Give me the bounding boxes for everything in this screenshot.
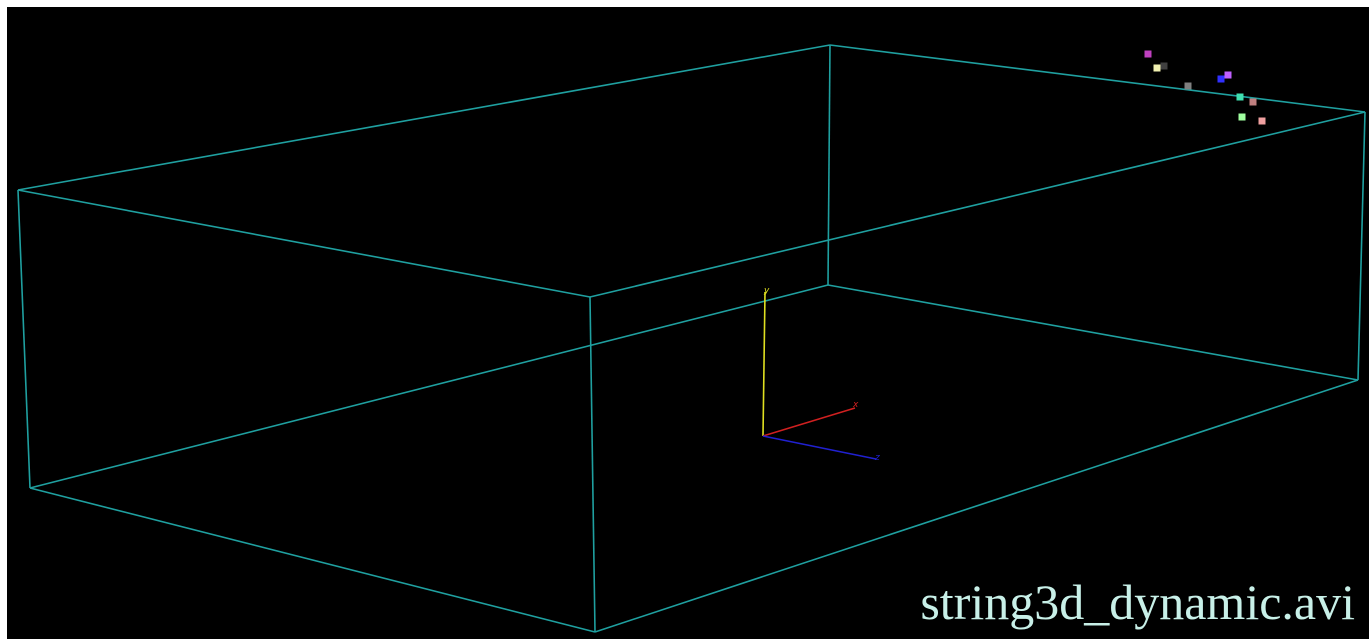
particle-marker xyxy=(1160,62,1168,70)
box-edge xyxy=(589,296,596,633)
box-edge xyxy=(827,44,831,286)
particles xyxy=(1144,50,1266,125)
box-edge xyxy=(589,111,1366,298)
box-edge xyxy=(17,189,591,298)
axes-triad: y x z xyxy=(762,286,880,463)
box-edge xyxy=(17,44,831,191)
particle-marker xyxy=(1184,82,1192,90)
axis-z-label: z xyxy=(874,453,880,463)
axis-x-line xyxy=(762,407,856,437)
particle-marker xyxy=(1258,117,1266,125)
particle-marker xyxy=(1238,113,1246,121)
axis-y-line xyxy=(762,291,766,437)
box-edge xyxy=(17,189,31,489)
box-edge xyxy=(1357,111,1366,381)
box-edge xyxy=(29,284,829,489)
axis-z-line xyxy=(762,435,877,460)
axis-y-label: y xyxy=(763,286,770,296)
video-filename-caption: string3d_dynamic.avi xyxy=(920,574,1355,630)
axis-x-label: x xyxy=(852,400,859,410)
particle-marker xyxy=(1153,64,1161,72)
particle-marker xyxy=(1236,93,1244,101)
particle-marker xyxy=(1224,71,1232,79)
box-edge xyxy=(827,284,1359,381)
particle-marker xyxy=(1249,98,1257,106)
scene-background xyxy=(7,7,1369,639)
particle-marker xyxy=(1144,50,1152,58)
bounding-box xyxy=(17,44,1366,633)
particle-marker xyxy=(1217,75,1225,83)
box-edge xyxy=(594,379,1359,633)
box-edge xyxy=(829,44,1366,113)
box-edge xyxy=(29,487,596,633)
